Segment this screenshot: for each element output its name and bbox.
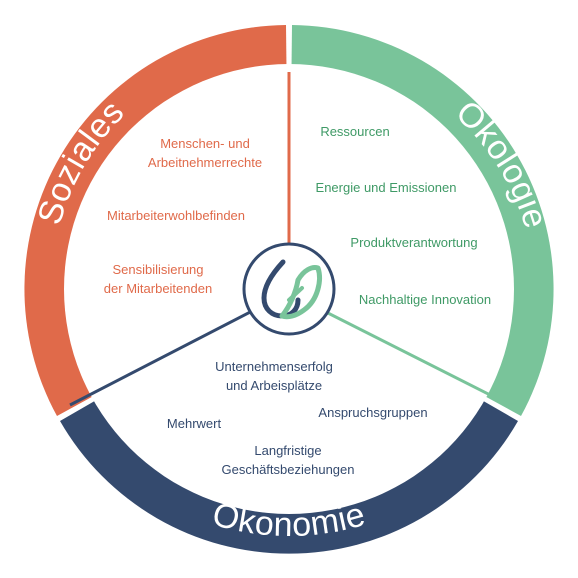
social-item-3b: der Mitarbeitenden xyxy=(104,281,212,296)
economy-item-4: Langfristige xyxy=(254,443,321,458)
social-items: Menschen- und Arbeitnehmerrechte Mitarbe… xyxy=(104,136,262,296)
economy-item-1b: und Arbeisplätze xyxy=(226,378,322,393)
social-item-2: Mitarbeiterwohlbefinden xyxy=(107,208,245,223)
social-item-1b: Arbeitnehmerrechte xyxy=(148,155,262,170)
ecology-item-1: Ressourcen xyxy=(320,124,389,139)
social-item-3: Sensibilisierung xyxy=(112,262,203,277)
economy-items: Unternehmenserfolg und Arbeisplätze Mehr… xyxy=(167,359,428,477)
social-item-1: Menschen- und xyxy=(160,136,250,151)
ecology-separator xyxy=(317,306,511,407)
ecology-item-2: Energie und Emissionen xyxy=(316,180,457,195)
drop-leaf-icon xyxy=(261,259,322,320)
ecology-item-3: Produktverantwortung xyxy=(350,235,477,250)
economy-item-3: Anspruchsgruppen xyxy=(318,405,427,420)
economy-separator xyxy=(69,306,259,407)
ecology-item-4: Nachhaltige Innovation xyxy=(359,292,491,307)
economy-item-4b: Geschäftsbeziehungen xyxy=(222,462,355,477)
economy-item-2: Mehrwert xyxy=(167,416,222,431)
ecology-items: Ressourcen Energie und Emissionen Produk… xyxy=(316,124,492,307)
economy-item-1: Unternehmenserfolg xyxy=(215,359,333,374)
